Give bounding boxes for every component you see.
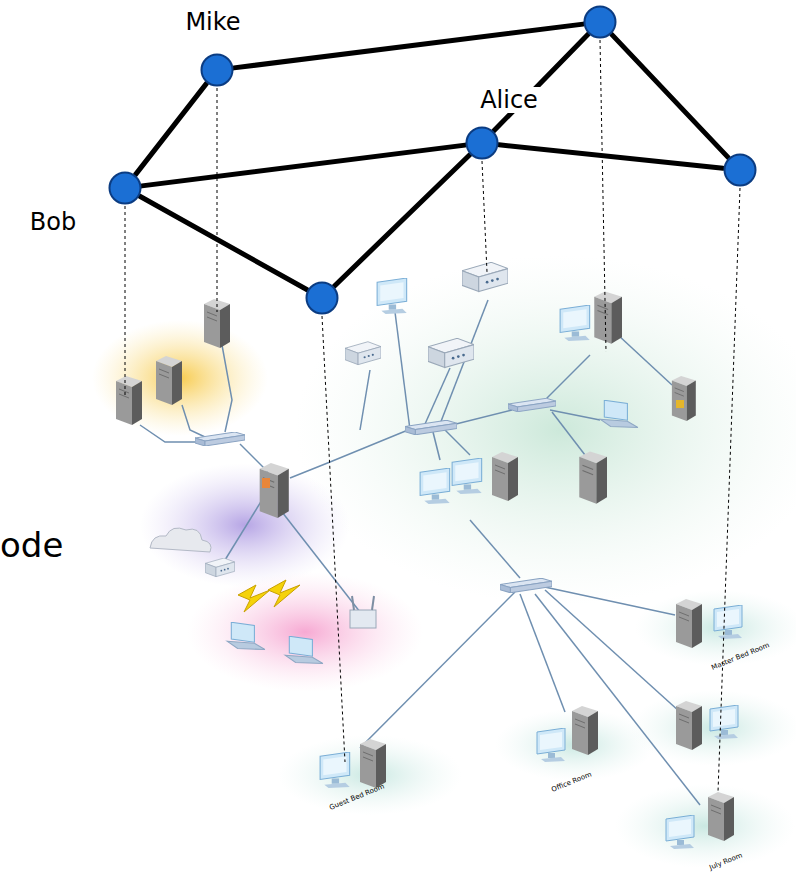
monitor-icon	[377, 278, 407, 314]
modem-icon	[205, 558, 234, 577]
overlay-link	[612, 34, 729, 157]
network-wires	[140, 300, 700, 805]
node-label: Mike	[182, 9, 243, 35]
overlay-link	[494, 34, 588, 131]
server-icon	[594, 291, 622, 343]
mapping-lines	[125, 40, 740, 792]
zone-blob	[92, 320, 268, 436]
node-circle	[305, 281, 339, 315]
lock-mark	[676, 400, 684, 408]
monitor-icon	[452, 458, 482, 494]
switch-icon	[405, 420, 457, 435]
peer-node: Mike	[200, 53, 234, 87]
wireless-bolt	[238, 585, 270, 612]
peer-node	[583, 5, 617, 39]
printer-icon	[345, 342, 381, 365]
zone-blob	[615, 784, 795, 868]
wireless-bolt	[268, 580, 300, 607]
node-circle	[467, 128, 498, 159]
node-circle	[583, 5, 617, 39]
node-circle	[108, 171, 142, 205]
access-point-icon	[350, 596, 376, 628]
node-circle	[110, 173, 141, 204]
peer-node	[723, 153, 757, 187]
router-icon	[462, 262, 508, 291]
server-icon	[676, 701, 702, 750]
zone-blob	[187, 572, 423, 692]
node-circle	[307, 283, 338, 314]
monitor-icon	[666, 815, 694, 849]
firewall-mark	[262, 478, 270, 488]
server-icon	[492, 452, 518, 501]
peer-node: Alice	[465, 126, 499, 160]
server-icon	[572, 706, 598, 755]
overlay-link	[334, 155, 470, 286]
monitor-icon	[420, 468, 450, 504]
server-icon	[708, 792, 734, 841]
server-icon	[672, 376, 696, 421]
node-circle	[723, 153, 757, 187]
switch-icon	[195, 432, 245, 446]
router-icon	[428, 338, 474, 367]
zone-blob	[295, 255, 796, 605]
node-circle	[200, 53, 234, 87]
overlay-link	[142, 145, 465, 186]
overlay-link	[234, 24, 583, 68]
overlay-link	[135, 83, 206, 174]
monitor-icon	[320, 752, 350, 788]
cloud-icon	[150, 528, 211, 552]
monitor-icon	[710, 705, 738, 739]
laptop-icon	[285, 636, 323, 663]
node-label: Bob	[27, 209, 79, 235]
node-circle	[465, 126, 499, 160]
laptop-icon	[227, 622, 265, 649]
zone-blob	[278, 735, 462, 815]
server-icon	[156, 356, 182, 405]
server-icon	[579, 451, 607, 503]
hub-icon	[500, 578, 552, 593]
laptop-icon	[600, 400, 638, 427]
peer-node: Bob	[108, 171, 142, 205]
zone-blob	[630, 690, 796, 766]
server-icon	[260, 463, 289, 518]
node-circle	[585, 7, 616, 38]
zone-blob	[635, 590, 796, 666]
server-icon	[116, 376, 142, 425]
monitor-icon	[537, 728, 565, 762]
server-icon	[360, 739, 386, 788]
overlay-link	[140, 196, 307, 289]
server-icon	[676, 599, 702, 648]
switch-icon	[508, 398, 556, 411]
node-circle	[202, 55, 233, 86]
node-label: Alice	[477, 87, 541, 113]
monitor-icon	[560, 305, 590, 341]
overlay-link	[499, 145, 723, 168]
cut-off-text: ode	[0, 528, 63, 562]
node-circle	[725, 155, 756, 186]
peer-node	[305, 281, 339, 315]
monitor-icon	[714, 605, 742, 639]
